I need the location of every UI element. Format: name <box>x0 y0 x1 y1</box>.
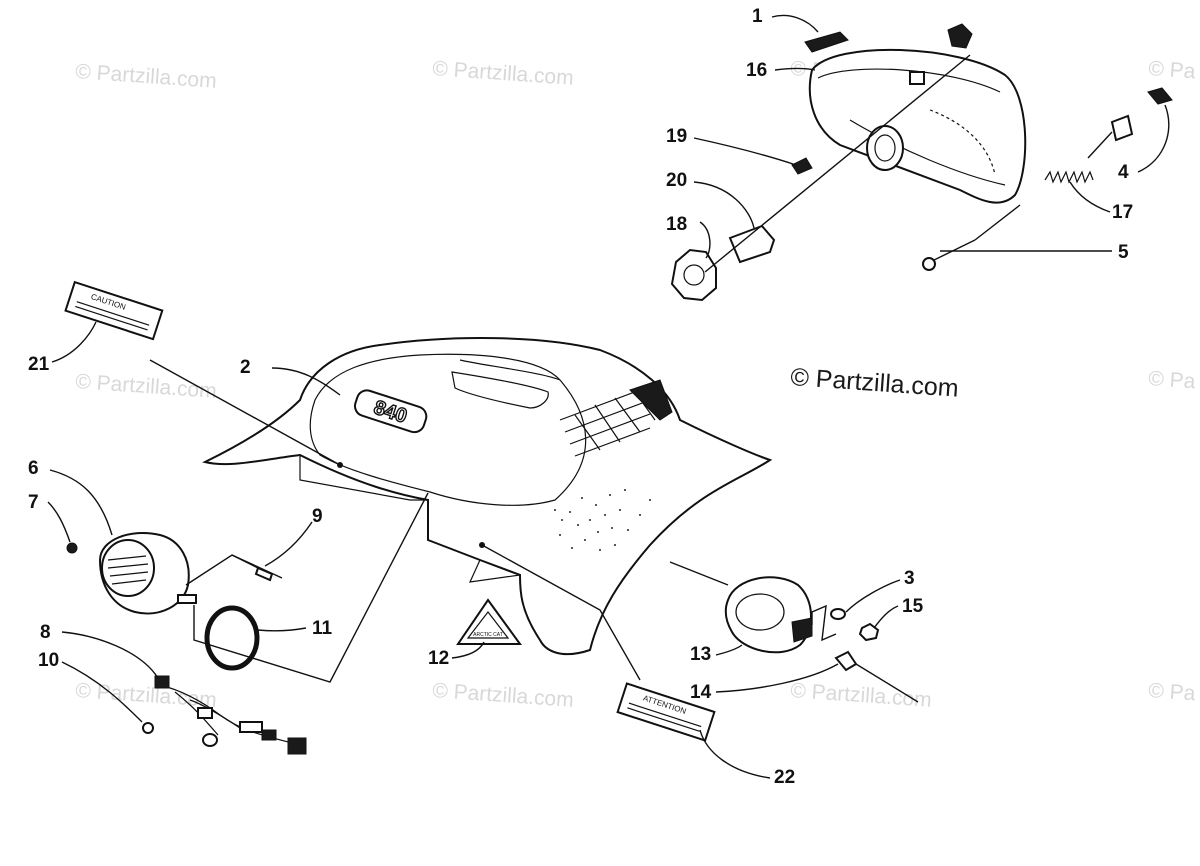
watermark-text: © Partzilla.com <box>75 679 218 712</box>
wiring-harness <box>142 675 307 755</box>
callout-22: 22 <box>774 767 795 788</box>
callout-20: 20 <box>666 170 687 191</box>
harness-connector <box>197 707 213 719</box>
harness-plug <box>287 737 307 755</box>
right-gauge-body <box>724 576 812 654</box>
housing-tab <box>909 71 925 85</box>
callout-10: 10 <box>38 650 59 671</box>
headlight-assembly <box>670 23 1173 302</box>
caution-decal: CAUTION <box>64 280 164 341</box>
gauge-assembly <box>66 531 274 671</box>
watermark-text: © Partzilla.com <box>790 679 933 712</box>
bulb-retainer <box>670 248 717 302</box>
callout-19: 19 <box>666 126 687 147</box>
callout-5: 5 <box>1118 242 1129 263</box>
clip-part <box>804 31 849 53</box>
hood-assembly: 840 <box>202 337 773 656</box>
callout-9: 9 <box>312 506 323 527</box>
callout-21: 21 <box>28 354 50 375</box>
callout-13: 13 <box>690 644 711 665</box>
callout-4: 4 <box>1118 162 1129 183</box>
adjusting-spring <box>1044 170 1094 184</box>
watermark-text: © Pa <box>1148 679 1197 705</box>
grille-hatch <box>559 389 656 457</box>
headlight-bulb <box>728 224 776 264</box>
callout-11: 11 <box>312 618 333 639</box>
gauge-stud <box>177 594 197 604</box>
speedo-cable-end <box>834 650 858 672</box>
watermark-main-text: © Partzilla.com <box>790 363 960 403</box>
hood-stipple <box>554 489 651 551</box>
harness-bulb <box>202 733 218 747</box>
watermark-text: © Pa <box>1148 367 1197 393</box>
watermark-text: © Partzilla.com <box>432 679 575 712</box>
adjuster-knob <box>947 23 973 49</box>
assembly-lines <box>149 359 837 683</box>
watermark-text: © Partzilla.com <box>75 370 218 403</box>
harness-bulb-socket <box>142 722 154 734</box>
callout-6: 6 <box>28 458 39 479</box>
callout-16: 16 <box>746 60 767 81</box>
right-gauge-stud <box>791 617 813 643</box>
watermark-text: © Partzilla.com <box>75 60 218 93</box>
callout-8: 8 <box>40 622 51 643</box>
bulb-socket <box>866 125 904 171</box>
callout-15: 15 <box>902 596 924 617</box>
adjusting-screw <box>922 257 936 271</box>
watermark-text: © Partzilla.com <box>432 57 575 90</box>
callout-2: 2 <box>240 357 251 378</box>
gauge-face <box>101 539 155 597</box>
small-screw <box>66 542 78 554</box>
gauge-bezel-ring <box>204 605 260 671</box>
spring-clip <box>1147 87 1173 105</box>
triangle-logo-text: ARCTIC CAT <box>473 632 503 638</box>
side-vent <box>629 379 673 421</box>
headlight-housing <box>808 48 1027 204</box>
callout-14: 14 <box>690 682 712 703</box>
callouts: 1 2 3 4 5 6 7 8 9 10 11 12 13 14 15 16 1 <box>28 6 1170 788</box>
callout-17: 17 <box>1112 202 1133 223</box>
callout-3: 3 <box>904 568 915 589</box>
right-gauge-assembly <box>724 576 919 703</box>
harness-connector <box>154 675 170 689</box>
attention-decal: ATTENTION <box>616 682 716 742</box>
parking-bulb <box>791 157 813 175</box>
callout-12: 12 <box>428 648 449 669</box>
harness-connector <box>239 721 263 733</box>
callout-7: 7 <box>28 492 39 513</box>
washer <box>830 608 846 620</box>
watermark-text: © Pa <box>1148 57 1197 83</box>
nut <box>858 622 880 642</box>
callout-18: 18 <box>666 214 687 235</box>
callout-1: 1 <box>752 6 763 27</box>
harness-connector <box>261 729 277 741</box>
bracket-plate <box>1110 114 1134 142</box>
triangle-logo-decal: ARCTIC CAT <box>456 598 522 645</box>
